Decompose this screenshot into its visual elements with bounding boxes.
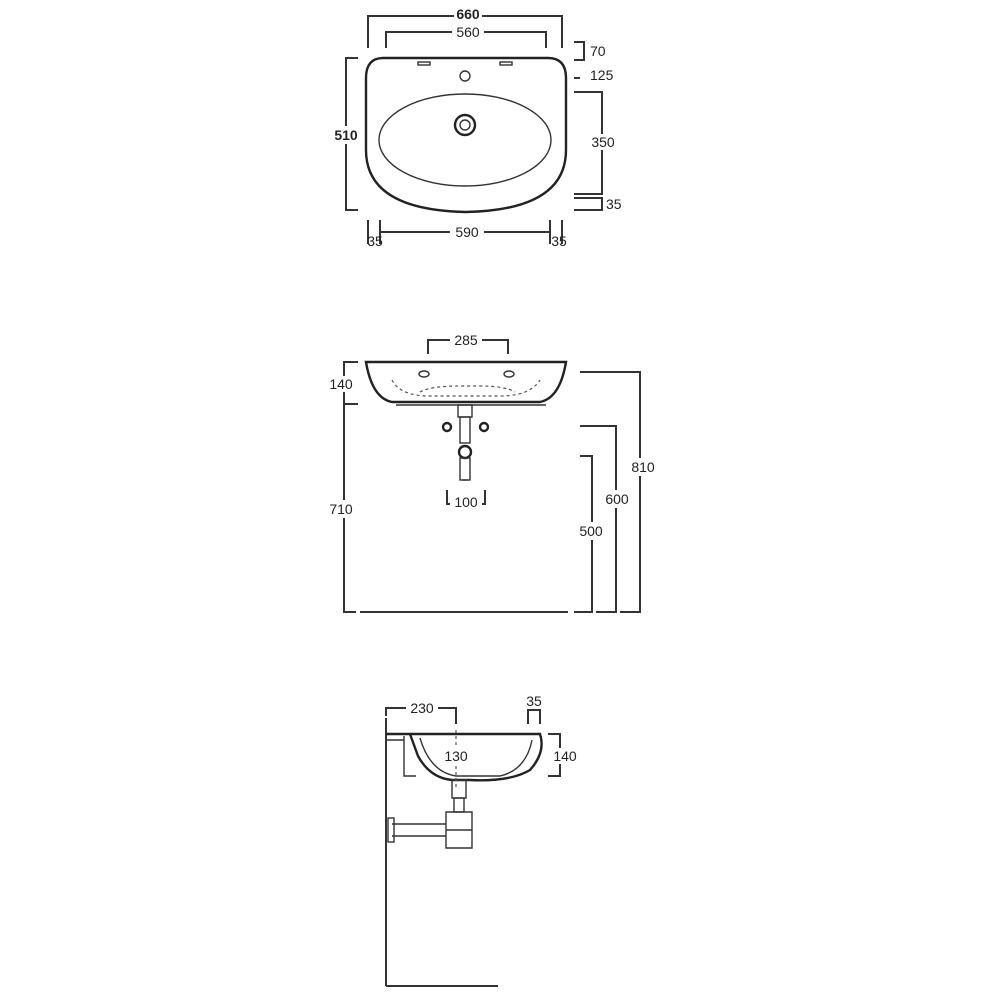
dim-810: 810 — [631, 459, 655, 475]
dim-500: 500 — [579, 523, 603, 539]
top-view-drain-inner — [459, 119, 471, 131]
top-view-drain — [453, 113, 477, 137]
top-view-mark-left — [417, 61, 431, 66]
dim-590: 590 — [455, 224, 479, 240]
side-view: 230 35 140 130 — [385, 693, 582, 987]
dim-710: 710 — [329, 501, 353, 517]
dim-140-side: 140 — [553, 748, 577, 764]
dim-70: 70 — [590, 43, 606, 59]
front-view-basin — [364, 360, 568, 404]
dim-510: 510 — [334, 127, 358, 143]
front-view-bracket-right — [478, 421, 490, 433]
front-view-waste-pipe — [457, 404, 473, 418]
dim-100: 100 — [454, 494, 478, 510]
front-view-bracket-left — [441, 421, 453, 433]
top-view-tap-hole — [459, 70, 471, 82]
dim-35-right: 35 — [551, 233, 567, 249]
dim-560: 560 — [456, 24, 480, 40]
top-view: 660 560 510 70 125 350 35 590 35 35 — [330, 6, 622, 249]
dim-35-front: 35 — [606, 196, 622, 212]
dim-140-front: 140 — [329, 376, 353, 392]
top-view-bowl — [378, 93, 552, 187]
dim-350: 350 — [591, 134, 615, 150]
dim-130: 130 — [444, 748, 468, 764]
dim-35-side: 35 — [526, 693, 542, 709]
dim-35-left: 35 — [367, 233, 383, 249]
dim-660: 660 — [456, 6, 480, 22]
dim-285: 285 — [454, 332, 478, 348]
front-view: 285 140 710 100 810 600 500 — [326, 332, 658, 613]
dim-125: 125 — [590, 67, 614, 83]
top-view-mark-right — [499, 61, 513, 66]
side-view-waste-pipe — [451, 779, 467, 799]
dim-600: 600 — [605, 491, 629, 507]
dim-230: 230 — [410, 700, 434, 716]
